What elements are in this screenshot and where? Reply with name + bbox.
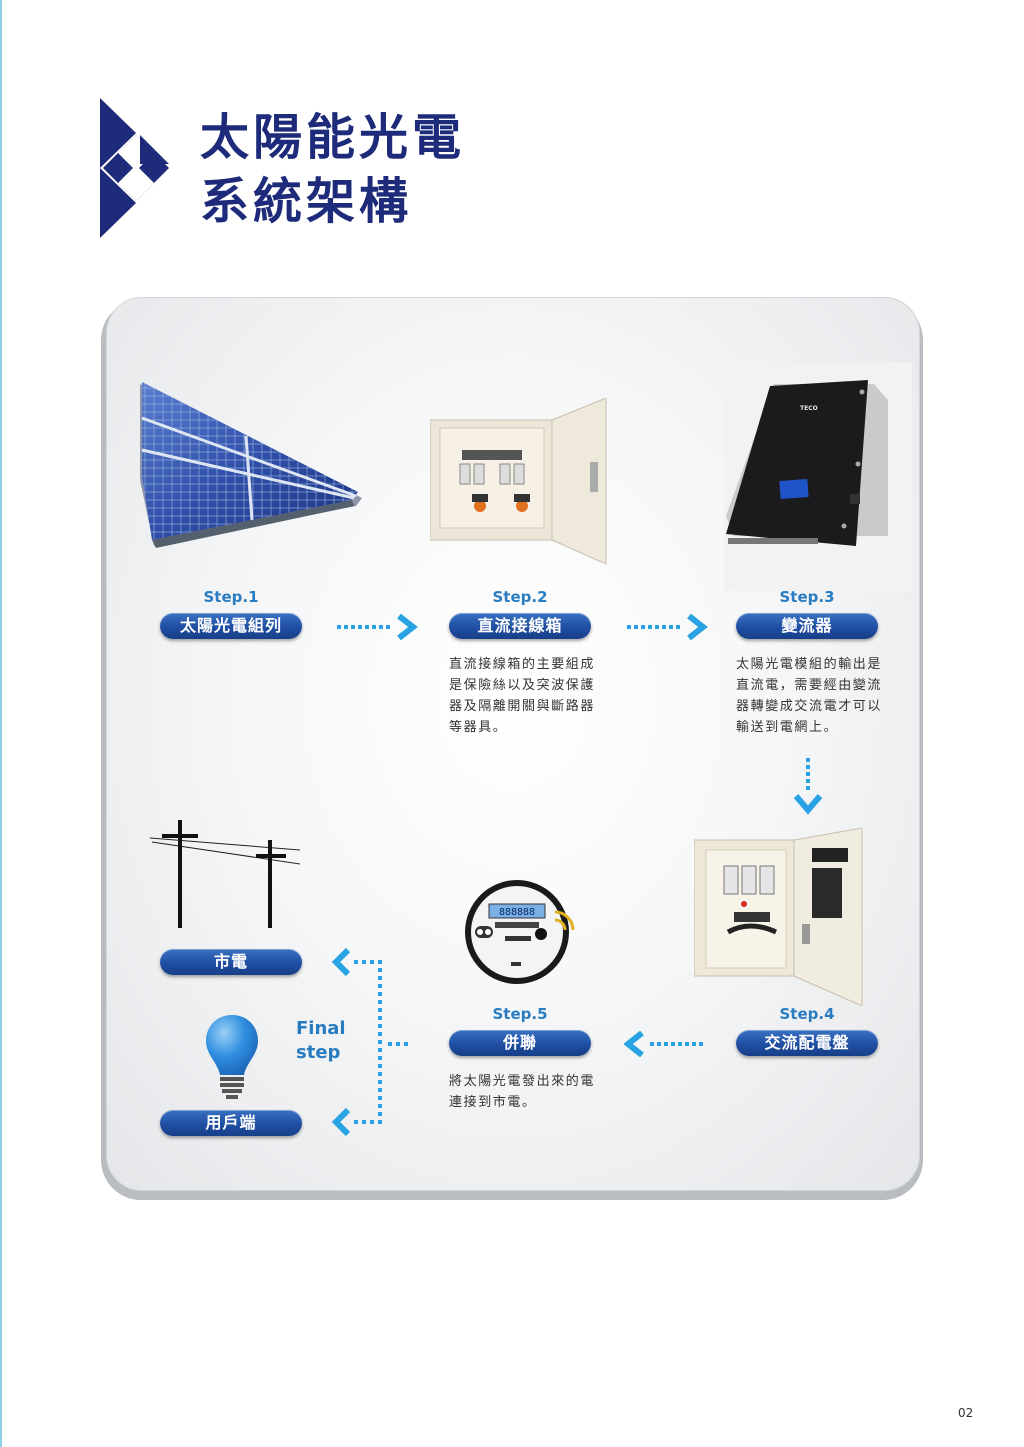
final-branch-connector-icon bbox=[331, 947, 408, 1137]
ac-distribution-panel-icon bbox=[694, 828, 863, 1006]
light-bulb-icon bbox=[206, 1015, 258, 1099]
step1-pill: 太陽光電組列 bbox=[160, 613, 302, 639]
final-step-label: Final step bbox=[296, 1018, 346, 1063]
step5-label: Step.5 bbox=[492, 1005, 548, 1023]
solar-panel-array-icon bbox=[140, 382, 362, 548]
arrow-right-icon bbox=[627, 614, 708, 640]
arrow-left-icon bbox=[624, 1031, 703, 1057]
page-title-line1: 太陽能光電 bbox=[200, 109, 466, 166]
step3-pill: 變流器 bbox=[736, 613, 878, 639]
user-pill: 用戶端 bbox=[160, 1110, 302, 1136]
meter-display: 888888 bbox=[499, 907, 535, 918]
step4-label: Step.4 bbox=[779, 1005, 835, 1023]
step4-pill: 交流配電盤 bbox=[736, 1030, 878, 1056]
brand-logo-icon bbox=[100, 98, 169, 238]
utility-pole-icon bbox=[150, 820, 300, 928]
page-number: 02 bbox=[958, 1406, 974, 1420]
step2-description: 直流接線箱的主要組成是保險絲以及突波保護器及隔離開關與斷路器等器具。 bbox=[449, 657, 596, 735]
step5-description: 將太陽光電發出來的電連接到市電。 bbox=[449, 1074, 596, 1110]
inverter-icon: TECO bbox=[726, 380, 888, 546]
step3-description: 太陽光電模組的輸出是直流電，需要經由變流器轉變成交流電才可以輸送到電網上。 bbox=[736, 657, 883, 735]
arrow-right-icon bbox=[337, 614, 418, 640]
left-edge-rule bbox=[0, 0, 2, 1447]
step2-pill: 直流接線箱 bbox=[449, 613, 591, 639]
grid-pill: 市電 bbox=[160, 949, 302, 975]
dc-junction-box-icon bbox=[430, 398, 607, 565]
smart-meter-icon: 888888 bbox=[465, 880, 575, 984]
page-title-line2: 系統架構 bbox=[200, 173, 413, 230]
step1-label: Step.1 bbox=[203, 588, 259, 606]
step5-pill: 併聯 bbox=[449, 1030, 591, 1056]
arrow-down-icon bbox=[793, 758, 823, 815]
inverter-brand: TECO bbox=[800, 405, 818, 412]
step2-label: Step.2 bbox=[492, 588, 548, 606]
step3-label: Step.3 bbox=[779, 588, 835, 606]
